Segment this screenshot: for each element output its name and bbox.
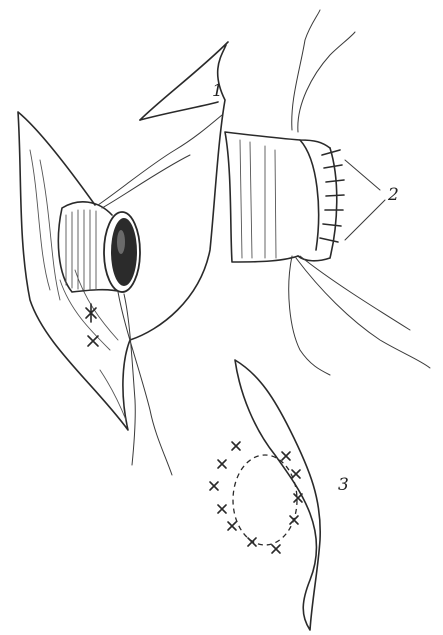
figure-3: 3 [210,360,349,630]
figure-1-thread-upper [98,115,222,208]
figure-1-sheet-top-edge [140,102,218,120]
figure-3-sheet [235,360,320,630]
figure-1-stitch-a [86,304,96,322]
figure-3-label: 3 [338,475,349,495]
figure-2-thread-top [292,10,355,132]
figure-1: 1 [18,42,228,475]
figure-2-stitches [320,150,344,242]
figure-3-cross-stitches [210,442,302,553]
figure-1-stitch-b [88,336,98,346]
figure-1-tube-shading [66,210,96,290]
figure-3-dashed-outline [233,455,297,545]
figure-1-tube-lumen [111,218,137,286]
figure-1-label: 1 [212,81,223,101]
figure-2: 2 [225,10,430,375]
figure-2-thread-bottom [289,256,430,375]
figure-2-label: 2 [387,185,399,205]
figure-1-thread-lower [118,292,172,475]
figure-1-lumen-highlight [117,230,125,254]
figure-2-cuff [298,140,337,261]
figure-2-pointer [345,160,385,240]
figure-2-tube-shading [240,140,276,258]
